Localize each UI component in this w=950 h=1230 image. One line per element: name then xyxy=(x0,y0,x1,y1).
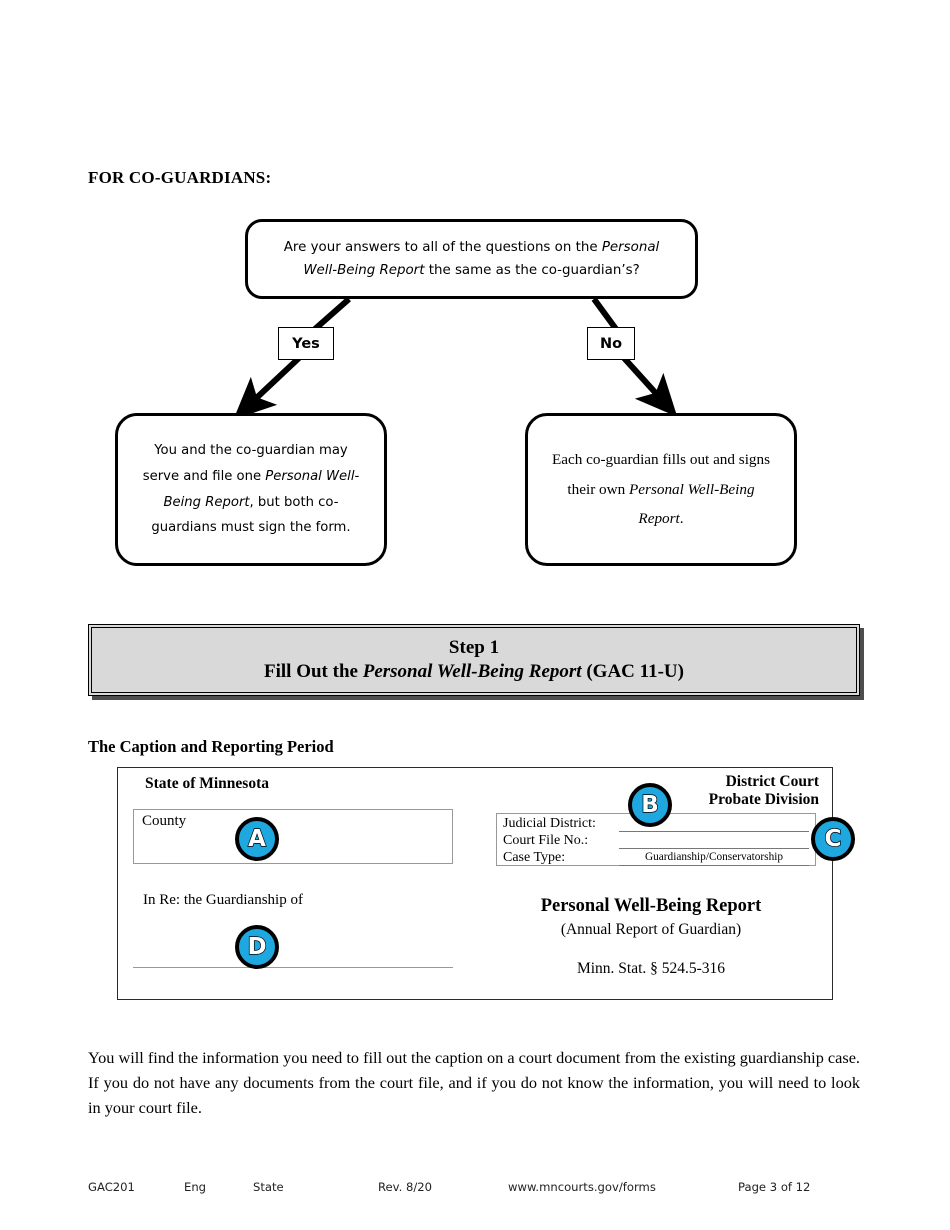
branch-label-no: No xyxy=(587,327,635,360)
form-field-case-type-value: Guardianship/Conservatorship xyxy=(644,851,784,863)
branch-label-yes: Yes xyxy=(278,327,334,360)
step-banner-inner: Step 1 Fill Out the Personal Well-Being … xyxy=(91,627,857,693)
form-court-title-line1: District Court xyxy=(725,773,819,790)
form-report-statute: Minn. Stat. § 524.5-316 xyxy=(576,960,726,977)
step-banner-line2-pre: Fill Out the xyxy=(264,661,363,682)
footer-page-number: Page 3 of 12 xyxy=(738,1180,811,1194)
outcome-yes-italic: Personal Well-Being Report xyxy=(163,468,360,510)
form-in-re-label: In Re: the Guardianship of xyxy=(143,892,303,908)
form-caption-figure: State of Minnesota County In Re: the Gua… xyxy=(117,767,833,1000)
form-state-heading: State of Minnesota xyxy=(145,775,269,792)
decision-question-box: Are your answers to all of the questions… xyxy=(245,219,698,299)
outcome-box-no: Each co-guardian fills out and signs the… xyxy=(525,413,797,566)
form-court-title: District Court Probate Division xyxy=(709,773,819,810)
form-field-court-file-no: Court File No.: xyxy=(503,833,811,850)
callout-badge-b: B xyxy=(628,783,672,827)
body-paragraph: You will find the information you need t… xyxy=(88,1048,860,1117)
form-field-judicial-district-rule xyxy=(619,831,809,832)
footer-url: www.mncourts.gov/forms xyxy=(508,1180,656,1194)
form-county-box: County xyxy=(133,809,453,864)
outcome-no-part2: . xyxy=(679,510,684,528)
outcome-no-part1: Each co-guardian fills out and signs the… xyxy=(551,451,771,498)
form-field-court-file-no-rule xyxy=(619,848,809,849)
form-field-case-type: Case Type: Guardianship/Conservatorship xyxy=(503,850,811,867)
step-banner-line2-post: (GAC 11-U) xyxy=(581,661,684,682)
outcome-box-yes: You and the co-guardian may serve and fi… xyxy=(115,413,387,566)
decision-text-1: Are your answers to all of the questions… xyxy=(283,239,602,255)
outcome-yes-part1: You and the co-guardian may serve and fi… xyxy=(142,443,348,484)
form-county-label: County xyxy=(142,813,187,829)
callout-badge-d: D xyxy=(235,925,279,969)
step-banner: Step 1 Fill Out the Personal Well-Being … xyxy=(88,624,860,696)
callout-badge-c: C xyxy=(811,817,855,861)
step-banner-container: Step 1 Fill Out the Personal Well-Being … xyxy=(88,624,864,700)
form-field-case-type-label: Case Type: xyxy=(503,850,566,865)
form-field-case-type-rule xyxy=(619,865,809,866)
footer-scope: State xyxy=(253,1180,284,1194)
form-report-subtitle: (Annual Report of Guardian) xyxy=(560,921,742,938)
footer-revision: Rev. 8/20 xyxy=(378,1180,433,1194)
step-banner-line1: Step 1 xyxy=(448,637,500,659)
footer-form-code: GAC201 xyxy=(88,1180,135,1194)
step-banner-line2-italic: Personal Well-Being Report xyxy=(362,661,582,682)
outcome-yes-part2: , but both co-guardians must sign the fo… xyxy=(151,494,351,536)
form-field-judicial-district-label: Judicial District: xyxy=(503,816,596,831)
form-court-title-line2: Probate Division xyxy=(708,791,819,809)
caption-section-heading: The Caption and Reporting Period xyxy=(88,737,334,756)
form-report-title: Personal Well-Being Report xyxy=(540,896,762,916)
decision-text-2: the same as the co-guardian’s? xyxy=(424,263,640,278)
decision-text-italic-1: Personal xyxy=(601,239,660,255)
footer-language: Eng xyxy=(184,1180,207,1194)
callout-badge-a: A xyxy=(235,817,279,861)
co-guardians-heading: FOR CO-GUARDIANS: xyxy=(88,168,272,187)
step-banner-line2: Fill Out the Personal Well-Being Report … xyxy=(264,660,684,684)
form-field-judicial-district: Judicial District: xyxy=(503,816,811,833)
form-field-court-file-no-label: Court File No.: xyxy=(503,833,589,848)
decision-text-italic-2: Well-Being Report xyxy=(303,263,425,278)
form-court-fields-box: Judicial District: Court File No.: Case … xyxy=(496,813,816,866)
page-footer: GAC201 Eng State Rev. 8/20 www.mncourts.… xyxy=(88,1180,868,1198)
outcome-no-italic: Personal Well-Being Report xyxy=(629,480,755,528)
form-in-re-rule xyxy=(133,967,453,968)
